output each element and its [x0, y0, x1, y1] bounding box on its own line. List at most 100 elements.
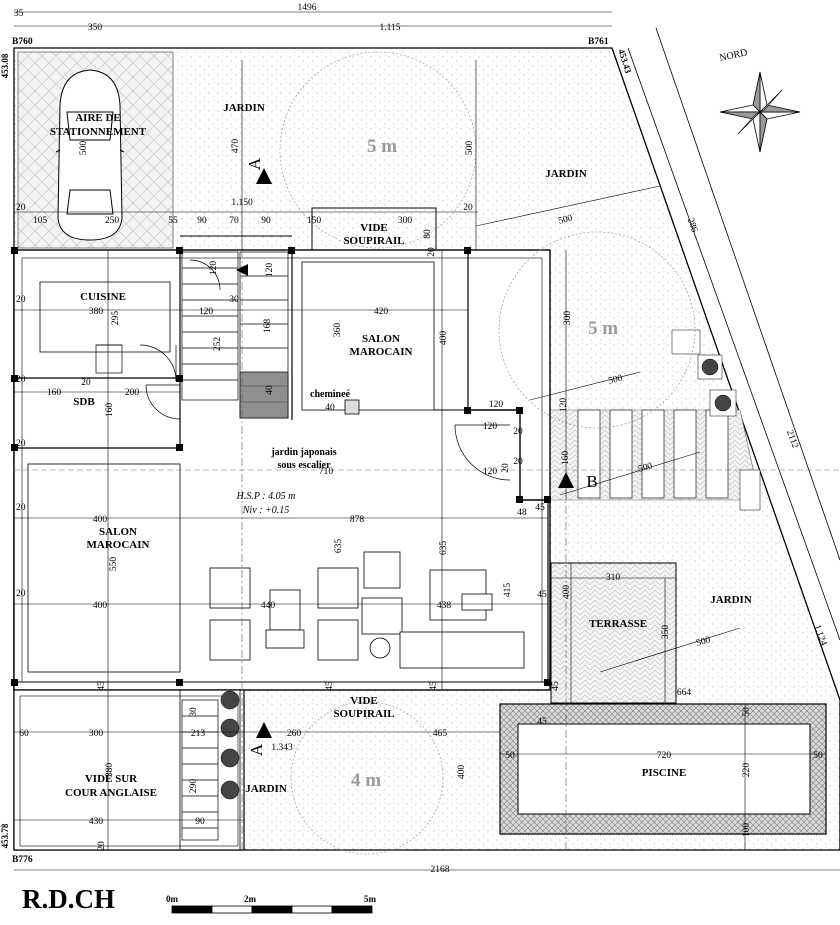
entrance-pavement — [519, 409, 761, 501]
dim-text: 30 — [229, 295, 239, 305]
section-a-bottom: A — [247, 743, 266, 756]
north-arrow-icon — [719, 71, 801, 153]
dim-text: 20 — [16, 375, 26, 385]
section-b: B — [586, 472, 597, 491]
scale-bar — [171, 905, 373, 914]
salon-label-2b: MAROCAIN — [87, 539, 150, 551]
salon-label-1b: MAROCAIN — [350, 346, 413, 358]
dim-text: 90 — [261, 216, 271, 226]
dim-text: 500 — [79, 141, 89, 156]
dim-text: 252 — [213, 337, 223, 352]
dim-text: 213 — [191, 729, 206, 739]
dim-text: 290 — [189, 779, 199, 794]
vide-soupirail-2a: VIDE — [350, 695, 378, 707]
scale-0m: 0m — [166, 894, 179, 904]
dim-text: 500 — [695, 635, 712, 649]
dim-text: 120 — [559, 398, 569, 413]
cour-anglaise-2: COUR ANGLAISE — [65, 787, 157, 799]
dim-text: 120 — [489, 400, 504, 410]
dim-text: 45 — [535, 503, 545, 513]
dim-text: 160 — [561, 451, 571, 466]
dim-text: 500 — [637, 461, 654, 475]
dim-text: 420 — [374, 307, 389, 317]
dim-text: 878 — [350, 515, 365, 525]
dim-text: 45 — [97, 681, 107, 691]
dim-text: 1.343 — [271, 743, 293, 753]
bathroom-label: SDB — [73, 396, 95, 408]
dim-text: 90 — [197, 216, 207, 226]
parking-label-1: AIRE DE — [75, 112, 121, 124]
dim-text: 90 — [195, 817, 205, 827]
dim-text: 60 — [19, 729, 29, 739]
japanese-garden-1: jardin japonais — [270, 447, 336, 458]
dimension-lines — [14, 11, 840, 871]
dim-text: 20 — [16, 439, 26, 449]
plot-b761: B761 — [588, 37, 609, 47]
dim-text: 465 — [433, 729, 448, 739]
dim-text: 20 — [16, 295, 26, 305]
garden-label-4: JARDIN — [245, 783, 287, 795]
japanese-garden-2: sous escalier — [277, 460, 331, 471]
pool-label: PISCINE — [642, 767, 687, 779]
dim-text: 380 — [89, 307, 104, 317]
radius-label-2: 5 m — [588, 318, 618, 339]
dim-text: 260 — [287, 729, 302, 739]
dim-text: 100 — [742, 823, 752, 838]
level-453-78: 453.78 — [0, 823, 10, 848]
dim-text: 20 — [513, 457, 523, 467]
dim-text: 360 — [333, 323, 343, 338]
plants — [220, 329, 761, 800]
garden-label-3: JARDIN — [710, 594, 752, 606]
kitchen-label: CUISINE — [80, 291, 126, 303]
dim-text: 30 — [189, 707, 199, 717]
dim-text: 250 — [105, 216, 120, 226]
parking-label-2: STATIONNEMENT — [50, 126, 147, 138]
dim-text: 40 — [325, 403, 335, 413]
garden-label-2: JARDIN — [545, 168, 587, 180]
dim-text: 710 — [319, 467, 334, 477]
dim-text: 295 — [111, 311, 121, 326]
dim-text: 380 — [105, 763, 115, 778]
dim-text: 635 — [439, 541, 449, 556]
dim-text: 500 — [465, 141, 475, 156]
terrace-area — [550, 562, 677, 704]
dim-text: 720 — [657, 751, 672, 761]
dim-text: 400 — [562, 585, 572, 600]
dim-text: 415 — [503, 583, 513, 598]
garden-label-1: JARDIN — [223, 102, 265, 114]
columns — [11, 247, 551, 686]
dim-text: 200 — [125, 388, 140, 398]
dim-text: 430 — [89, 817, 104, 827]
dim-text: 20 — [16, 589, 26, 599]
drawing-title: R.D.CH — [22, 884, 115, 914]
dim-text: 45 — [537, 590, 547, 600]
dim-text: 80 — [423, 229, 433, 239]
fireplace-label: chemineé — [310, 389, 351, 400]
dim-text: 70 — [229, 216, 239, 226]
dim-text: 300 — [398, 216, 413, 226]
dim-text: 120 — [483, 422, 498, 432]
vide-soupirail-1a: VIDE — [360, 222, 388, 234]
dim-text: 50 — [505, 751, 515, 761]
dim-text: 45 — [551, 681, 561, 691]
dim-text: 2168 — [431, 865, 450, 875]
dim-text: 55 — [168, 216, 178, 226]
radius-label-1: 5 m — [367, 136, 397, 157]
dim-text: 50 — [742, 707, 752, 717]
dim-text: 350 — [88, 23, 103, 33]
dim-text: 635 — [334, 539, 344, 554]
dim-text: 310 — [606, 573, 621, 583]
dim-text: 470 — [231, 139, 241, 154]
dim-text: 120 — [483, 467, 498, 477]
dim-text: 1496 — [298, 3, 317, 13]
dim-text: 400 — [457, 765, 467, 780]
dim-text: 160 — [47, 388, 62, 398]
dim-text: 160 — [105, 403, 115, 418]
dim-text: 105 — [33, 216, 48, 226]
dim-text: 220 — [742, 763, 752, 778]
staircase — [181, 251, 289, 841]
dimension-text: 1496 35 350 1.115 2168 470 500 500 286 2… — [14, 3, 828, 875]
dim-text: 120 — [265, 263, 275, 278]
north-label: NORD — [718, 47, 748, 64]
